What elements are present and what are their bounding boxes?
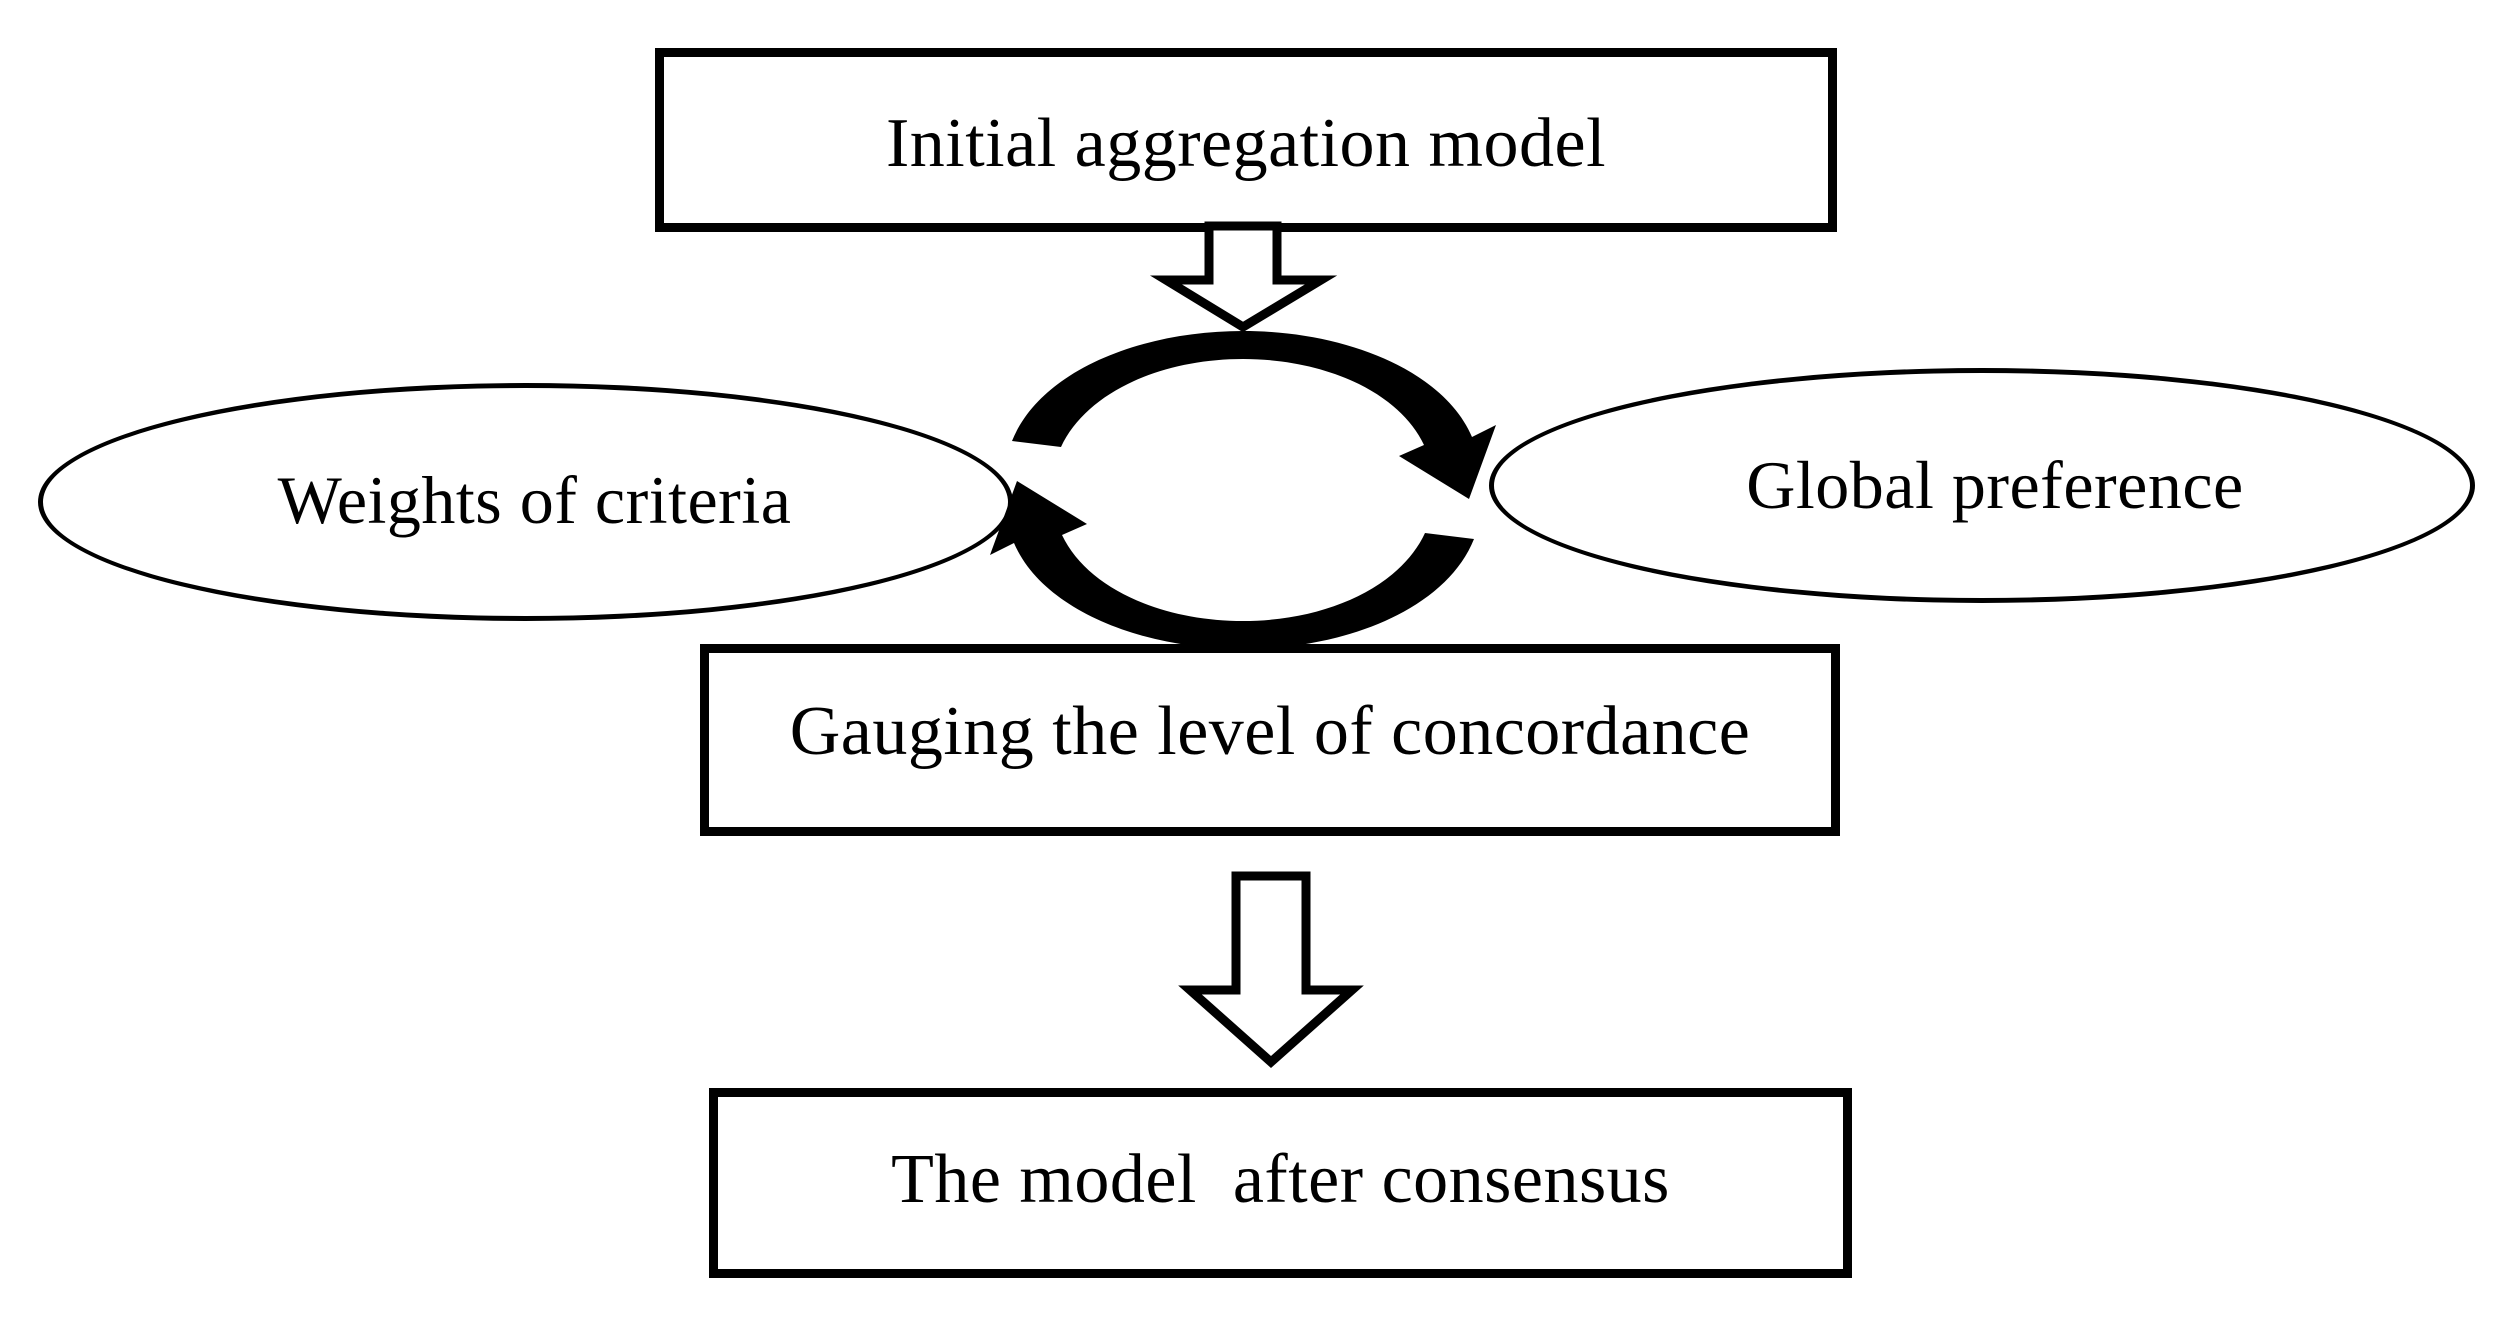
- down-block-arrow-icon: [1149, 221, 1338, 333]
- down-block-arrow-icon: [1178, 871, 1364, 1069]
- arrow-gauging-to-consensus: [1178, 871, 1364, 1069]
- cycle-arrow-clockwise-icon: [1012, 331, 1496, 499]
- node-global-preference[interactable]: Global preference: [1489, 368, 2475, 603]
- node-label-model-after-consensus: The model after consensus: [891, 1141, 1670, 1219]
- node-gauging-level-of-concordance[interactable]: Gauging the level of concordance: [700, 644, 1840, 836]
- node-model-after-consensus[interactable]: The model after consensus: [709, 1088, 1852, 1278]
- node-label-weights-of-criteria: Weights of criteria: [277, 461, 792, 538]
- arrow-model-to-pair: [1149, 221, 1338, 333]
- node-label-global-preference: Global preference: [1746, 447, 2244, 523]
- node-label-initial-aggregation-model: Initial aggregation model: [885, 105, 1607, 183]
- node-initial-aggregation-model[interactable]: Initial aggregation model: [655, 48, 1837, 232]
- cycle-arrows: [990, 331, 1496, 649]
- cycle-arrow-counterclockwise-icon: [990, 481, 1474, 649]
- node-weights-of-criteria[interactable]: Weights of criteria: [38, 383, 1013, 621]
- node-label-gauging-level-of-concordance: Gauging the level of concordance: [789, 693, 1751, 771]
